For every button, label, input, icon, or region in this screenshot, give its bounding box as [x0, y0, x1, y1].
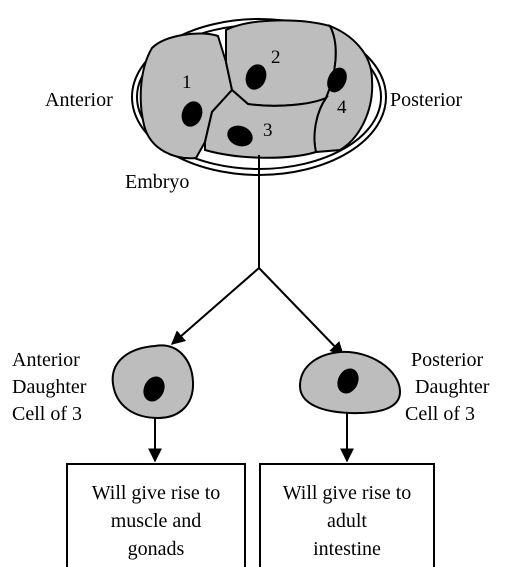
posterior-fate-line-2: adult: [327, 510, 367, 532]
embryo-cell-2: [226, 20, 336, 105]
cell-number-4: 4: [337, 97, 347, 118]
posterior-fate-line-3: intestine: [313, 538, 381, 560]
arrow-to-anterior-daughter: [172, 268, 259, 344]
anterior-daughter-cell: [113, 345, 193, 418]
anterior-fate-line-1: Will give rise to: [92, 482, 221, 504]
cell-number-1: 1: [182, 72, 192, 93]
anterior-daughter-label-line-2: Daughter: [12, 376, 87, 398]
anterior-fate-box: Will give rise to muscle and gonads: [67, 464, 245, 567]
anterior-label: Anterior: [45, 89, 113, 111]
posterior-daughter-label-line-3: Cell of 3: [405, 403, 475, 425]
anterior-daughter-label-line-1: Anterior: [12, 349, 80, 371]
posterior-fate-line-1: Will give rise to: [283, 482, 412, 504]
posterior-daughter-label-line-2: Daughter: [415, 376, 490, 398]
posterior-daughter-label-line-1: Posterior: [411, 349, 484, 371]
posterior-label: Posterior: [390, 89, 463, 111]
arrow-to-posterior-daughter: [259, 268, 343, 355]
cell-number-3: 3: [263, 120, 273, 141]
cell-number-2: 2: [271, 47, 281, 68]
anterior-daughter-label-line-3: Cell of 3: [12, 403, 82, 425]
anterior-fate-line-3: gonads: [128, 538, 185, 560]
embryo: 1 2 3 4: [132, 19, 386, 175]
embryo-label: Embryo: [125, 171, 189, 193]
posterior-fate-box: Will give rise to adult intestine: [260, 464, 434, 567]
posterior-daughter-cell: [300, 352, 400, 413]
anterior-fate-line-2: muscle and: [111, 510, 202, 532]
